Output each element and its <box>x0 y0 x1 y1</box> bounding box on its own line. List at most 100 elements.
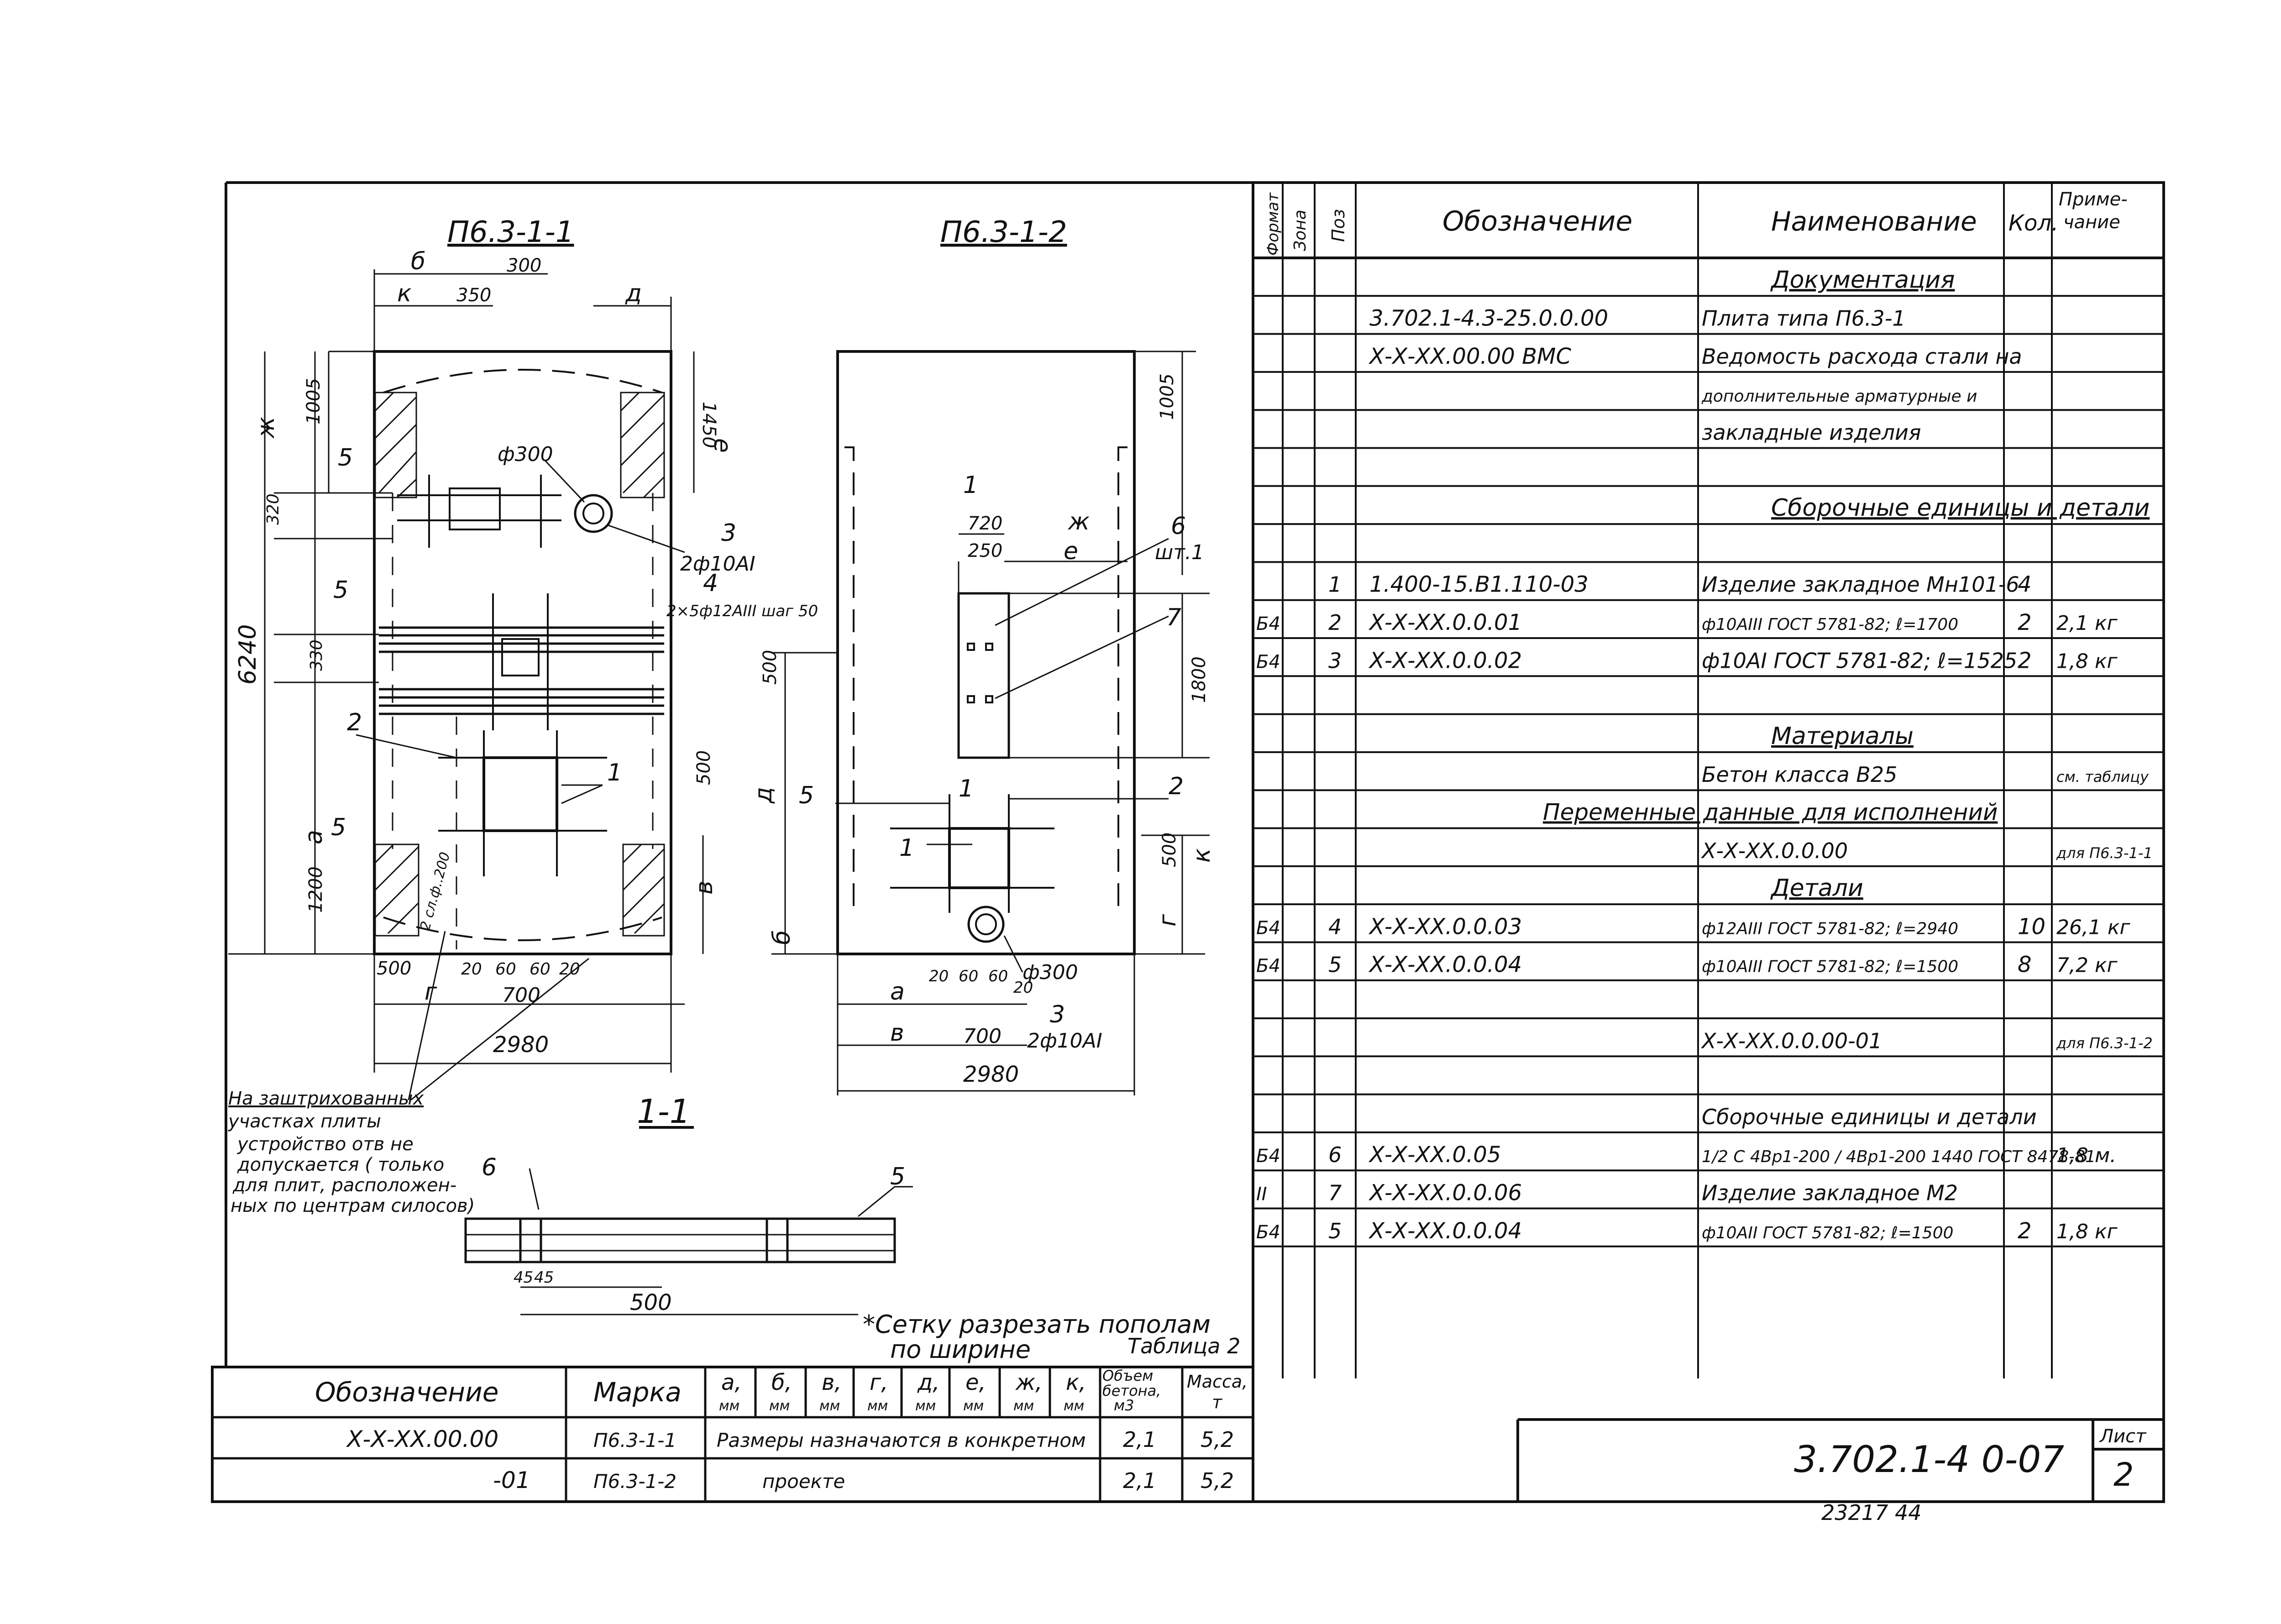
spec-cell-format: Б4 <box>1256 1222 1280 1243</box>
spec-cell-designation: Х-Х-ХХ.0.05 <box>1368 1142 1501 1168</box>
t2-h-mass-2: т <box>1212 1392 1223 1412</box>
label-5a: 5 <box>338 444 353 471</box>
dim-k: к <box>397 280 412 307</box>
dim-500: 500 <box>377 958 411 979</box>
t2-r1-sizes: Размеры назначаются в конкретном <box>717 1429 1086 1451</box>
dim-700: 700 <box>502 984 540 1007</box>
spec-cell-name: Бетон класса В25 <box>1702 762 1897 787</box>
spec-cell-pos: 6 <box>1328 1142 1342 1167</box>
plan1-title: П6.3-1-1 <box>447 215 574 249</box>
spec-cell-pos: 1 <box>1328 572 1342 597</box>
t2-h-unit: мм <box>1064 1398 1084 1414</box>
p2-label-f300: ф300 <box>1023 961 1078 984</box>
p2-label-3: 3 <box>1050 1001 1065 1028</box>
spec-h-note-2: чание <box>2063 212 2120 233</box>
spec-cell-name: Документация <box>1770 266 1955 293</box>
p2-dim-20b: 20 <box>1013 979 1033 997</box>
stamp-sheet-label: Лист <box>2099 1426 2147 1447</box>
dim-b: б <box>411 248 425 275</box>
section-dim-500: 500 <box>630 1290 672 1315</box>
spec-h-qty: Кол. <box>2008 210 2058 236</box>
spec-cell-format: Б4 <box>1256 917 1280 938</box>
dim-g: г <box>425 978 437 1006</box>
spec-cell-pos: 7 <box>1328 1181 1342 1205</box>
spec-cell-designation: 3.702.1-4.3-25.0.0.00 <box>1369 306 1608 331</box>
p2-dim-g: г <box>1154 914 1181 927</box>
t2-h-a: а, <box>721 1370 742 1395</box>
spec-cell-format: Б4 <box>1256 956 1280 977</box>
t2-r1-vol: 2,1 <box>1123 1427 1156 1452</box>
t2-r2-mass: 5,2 <box>1201 1468 1234 1493</box>
stamp: 3.702.1-4 0-07 Лист 2 <box>1794 1426 2147 1493</box>
spec-cell-name: дополнительные арматурные и <box>1701 387 1977 406</box>
spec-cell-name: ф10АII ГОСТ 5781-82; ℓ=1500 <box>1702 1224 1954 1242</box>
p2-dim-1800: 1800 <box>1189 656 1210 703</box>
spec-h-format: Формат <box>1264 192 1282 256</box>
stamp-code: 3.702.1-4 0-07 <box>1794 1438 2064 1481</box>
spec-cell-note: 2,1 кг <box>2056 612 2118 635</box>
p2-label-rod3: 2ф10АI <box>1027 1029 1102 1053</box>
note-line-5: для плит, расположен- <box>232 1175 456 1196</box>
section-label-6: 6 <box>482 1154 497 1181</box>
spec-h-note-1: Приме- <box>2059 189 2128 210</box>
t2-r1-mark: П6.3-1-1 <box>593 1429 676 1451</box>
label-rod3: 2ф10АI <box>680 552 755 576</box>
spec-cell-qty: 2 <box>2018 648 2032 673</box>
spec-cell-pos: 3 <box>1328 648 1342 673</box>
spec-cell-name: закладные изделия <box>1702 420 1921 445</box>
note-line-3: устройство отв не <box>237 1134 414 1155</box>
t2-h-unit: мм <box>719 1398 739 1414</box>
dim-6240: 6240 <box>234 624 262 685</box>
note-line-6: ных по центрам силосов) <box>231 1195 475 1216</box>
spec-cell-designation: Переменные данные для исполнений <box>1543 799 1998 826</box>
section-title: 1-1 <box>637 1092 691 1131</box>
p2-dim-60b: 60 <box>988 967 1008 985</box>
spec-cell-format: Б4 <box>1256 613 1280 634</box>
p2-dim-2980: 2980 <box>963 1062 1019 1087</box>
note-line-4: допускается ( только <box>237 1154 444 1175</box>
t2-r2-sizes: проекте <box>762 1470 845 1493</box>
label-rod4: 2×5ф12АIII шаг 50 <box>666 602 818 620</box>
spec-cell-pos: 5 <box>1328 1219 1342 1243</box>
p2-dim-700: 700 <box>963 1025 1002 1048</box>
spec-cell-note: 1,8 кг <box>2056 650 2118 673</box>
note-line-1: На заштрихованных <box>228 1088 424 1109</box>
section-dim-45a: 45 <box>514 1268 533 1287</box>
dim-350: 350 <box>456 285 491 306</box>
spec-cell-name: 1/2 С 4Вр1-200 / 4Вр1-200 1440 ГОСТ 8478… <box>1702 1147 2096 1166</box>
spec-cell-note: 1,8 м. <box>2056 1144 2116 1167</box>
p2-dim-1005: 1005 <box>1157 373 1178 420</box>
spec-grid <box>1253 183 2164 1378</box>
plan2-plate <box>836 350 1136 955</box>
spec-cell-note: 1,8 кг <box>2056 1220 2118 1243</box>
spec-cell-designation: Х-Х-ХХ.0.0.02 <box>1368 648 1522 673</box>
note-line-2: участках плиты <box>228 1111 381 1132</box>
spec-cell-name: Х-Х-ХХ.0.0.00-01 <box>1701 1028 1882 1053</box>
t2-h-unit: мм <box>1013 1398 1034 1414</box>
p2-dim-20a: 20 <box>929 967 949 985</box>
t2-r2-designation: -01 <box>493 1467 530 1493</box>
spec-cell-designation: Х-Х-ХХ.0.0.06 <box>1368 1180 1522 1206</box>
spec-cell-designation: 1.400-15.В1.110-03 <box>1369 572 1589 597</box>
t2-h-unit: мм <box>867 1398 888 1414</box>
spec-rows: Документация 3.702.1-4.3-25.0.0.00 Плита т… <box>1256 266 2153 1244</box>
spec-h-zone: Зона <box>1291 210 1310 251</box>
note-texts: На заштрихованных участках плиты устройс… <box>228 1088 475 1216</box>
stamp-frame <box>1516 1418 2165 1502</box>
spec-cell-qty: 2 <box>2018 610 2032 635</box>
t2-h-unit: мм <box>915 1398 936 1414</box>
spec-h-pos: Поз <box>1328 209 1348 242</box>
t2-h-mark: Марка <box>593 1377 682 1408</box>
p2-label-1b: 1 <box>959 775 974 802</box>
spec-h-designation: Обозначение <box>1442 205 1632 237</box>
t2-h-g: г, <box>870 1370 888 1395</box>
p2-dim-60a: 60 <box>959 967 978 985</box>
p2-label-sht: шт.1 <box>1155 541 1204 564</box>
section-dim-45b: 45 <box>534 1268 554 1287</box>
dim-60a: 60 <box>495 960 516 979</box>
spec-cell-name: Плита типа П6.3-1 <box>1702 306 1906 331</box>
spec-cell-name: Сборочные единицы и детали <box>1702 1105 2037 1129</box>
spec-cell-qty: 2 <box>2018 1218 2032 1244</box>
dim-500b: 500 <box>693 750 714 785</box>
